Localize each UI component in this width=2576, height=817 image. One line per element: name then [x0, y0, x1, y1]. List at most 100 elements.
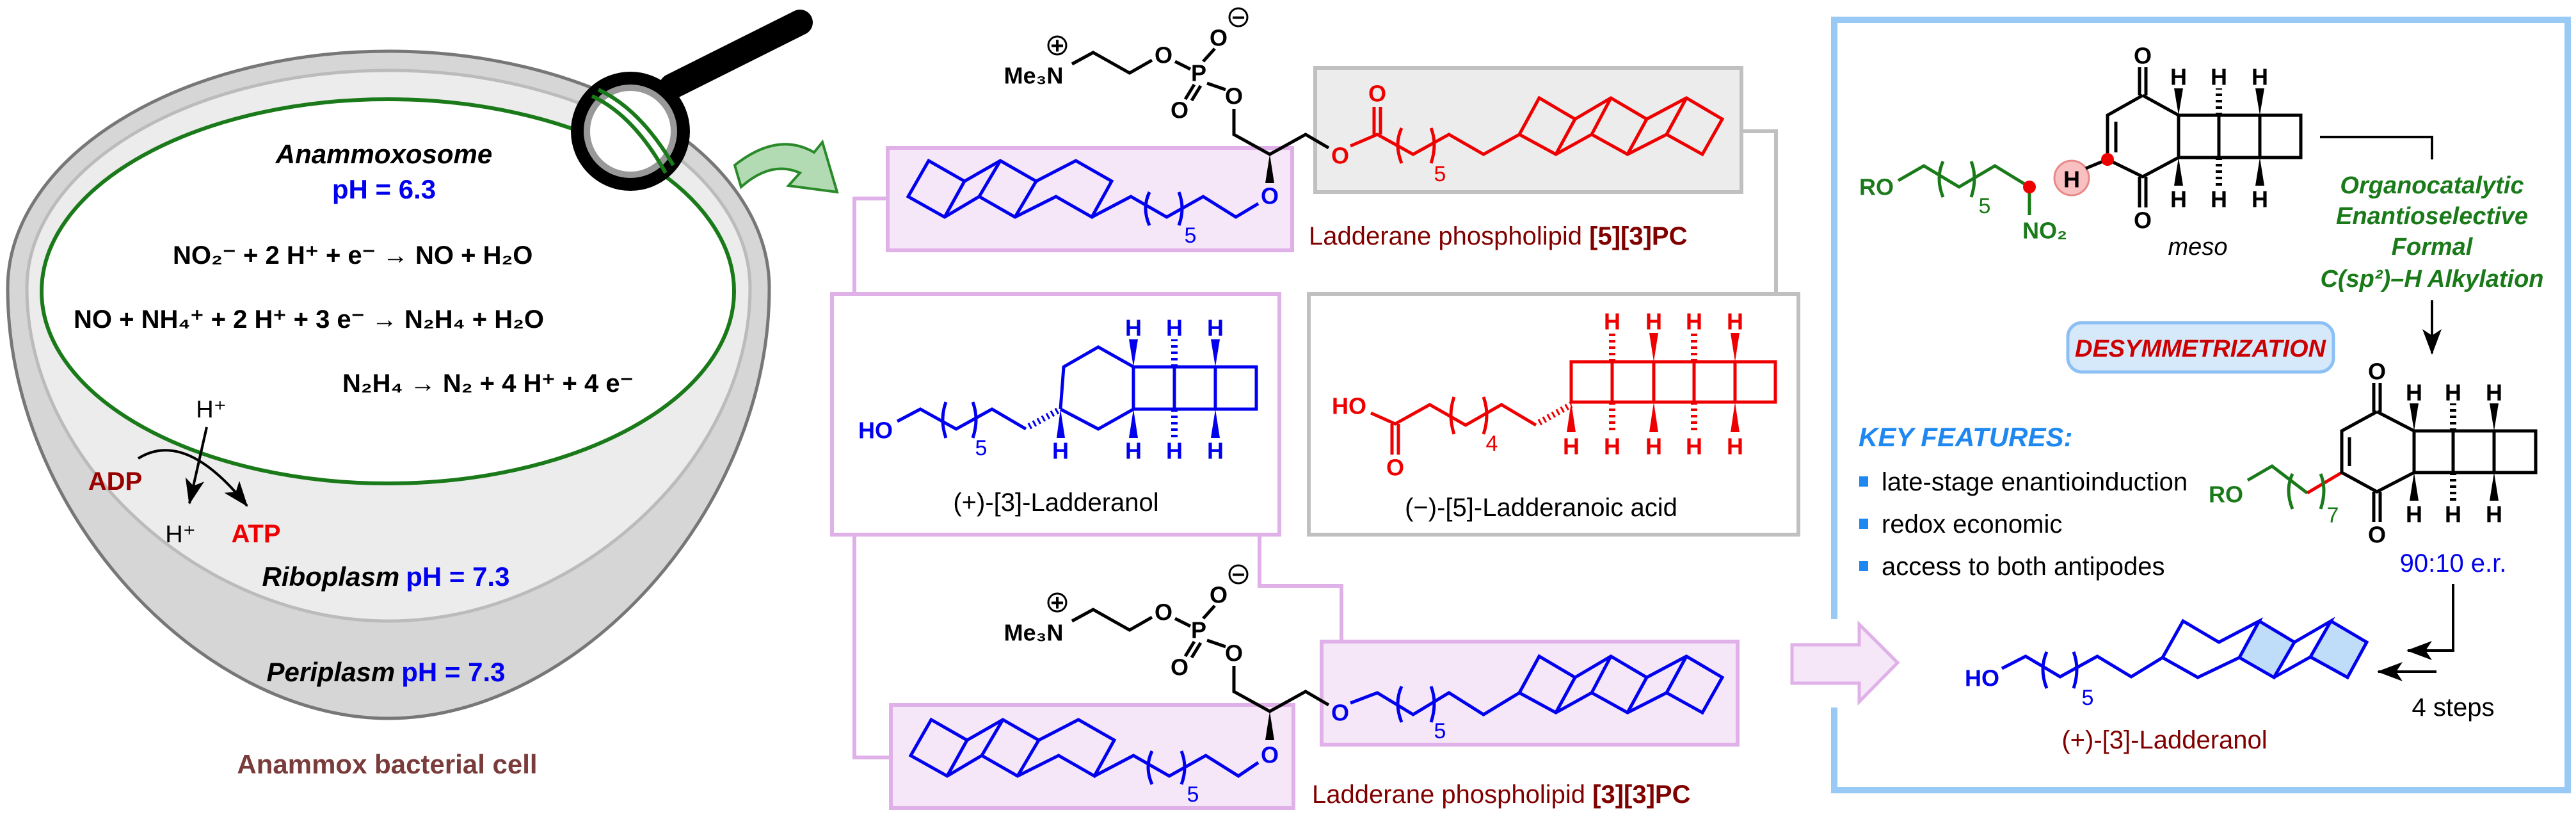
retrosynthesis-arrow-icon — [1790, 620, 1900, 706]
svg-text:HO: HO — [858, 417, 893, 444]
alkylated-product: RO 7 O O H H H H H H — [2209, 359, 2538, 548]
svg-text:P: P — [1191, 617, 1206, 643]
anammox-cell: Anammoxosome pH = 6.3 NO₂⁻ + 2 H⁺ + e⁻ →… — [6, 10, 839, 779]
svg-text:O: O — [1171, 97, 1188, 124]
meso-label: meso — [2168, 234, 2228, 261]
svg-text:5: 5 — [975, 436, 988, 460]
svg-text:H: H — [1604, 433, 1620, 460]
reactive-carbon-dot — [2101, 153, 2114, 166]
svg-text:O: O — [1225, 640, 1243, 667]
phosphocholine-headgroup-top: Me₃N + O P O − O O — [1004, 4, 1330, 183]
svg-text:5: 5 — [1434, 162, 1446, 186]
svg-text:HO: HO — [1965, 665, 1999, 692]
svg-text:RO: RO — [2209, 481, 2243, 508]
synthesis-frame — [1831, 17, 2571, 793]
svg-text:O: O — [2134, 43, 2152, 69]
svg-text:H: H — [1166, 315, 1183, 341]
svg-text:−: − — [1231, 562, 1245, 588]
svg-text:H: H — [1563, 433, 1580, 460]
pc53-label: Ladderane phospholipid [5][3]PC — [1309, 222, 1688, 250]
svg-text:C(sp²)–H Alkylation: C(sp²)–H Alkylation — [2320, 266, 2543, 293]
nitroalkane-reagent: RO 5 NO₂ — [1859, 160, 2067, 244]
equation-3: N₂H₄ → N₂ + 4 H⁺ + 4 e⁻ — [342, 369, 634, 398]
svg-text:H: H — [1052, 438, 1069, 464]
proton-out: H⁺ — [165, 521, 196, 548]
svg-text:O: O — [1210, 25, 1228, 51]
svg-text:Me₃N: Me₃N — [1004, 620, 1064, 646]
svg-text:H: H — [1686, 433, 1702, 460]
svg-text:H: H — [2063, 166, 2080, 193]
svg-text:P: P — [1191, 60, 1206, 86]
desymmetrization-badge — [2066, 321, 2335, 374]
svg-text:Me₃N: Me₃N — [1004, 63, 1064, 89]
svg-text:H: H — [2252, 186, 2268, 213]
ladderanoic-acid-label: (−)-[5]-Ladderanoic acid — [1405, 494, 1677, 522]
periplasm-ph: pH = 7.3 — [401, 657, 505, 687]
reactive-carbon-dot — [2023, 181, 2036, 193]
key-feature-item: late-stage enantioinduction — [1882, 468, 2188, 496]
svg-text:O: O — [1386, 455, 1404, 481]
connectors — [852, 129, 1778, 759]
steps-label: 4 steps — [2412, 693, 2495, 722]
svg-text:Organocatalytic: Organocatalytic — [2340, 172, 2524, 199]
svg-text:+: + — [1050, 590, 1064, 616]
svg-text:H: H — [2170, 64, 2187, 90]
ladderanol-label: (+)-[3]-Ladderanol — [953, 489, 1158, 517]
desymmetrization-label: DESYMMETRIZATION — [2075, 336, 2327, 362]
svg-text:H: H — [1207, 438, 1224, 464]
svg-text:H: H — [2486, 380, 2502, 406]
svg-text:O: O — [2134, 207, 2152, 234]
cell-caption: Anammox bacterial cell — [237, 749, 537, 779]
svg-text:HO: HO — [1332, 393, 1366, 419]
svg-text:H: H — [2252, 64, 2268, 90]
reaction-arrow-bracket — [2320, 136, 2433, 159]
svg-text:H: H — [2170, 186, 2187, 213]
svg-text:O: O — [1155, 42, 1172, 69]
key-feature-item: redox economic — [1882, 510, 2062, 538]
svg-text:O: O — [1171, 654, 1188, 681]
atp-synthesis-arrow — [137, 449, 248, 507]
svg-text:H: H — [1686, 309, 1702, 335]
svg-text:O: O — [1331, 700, 1349, 726]
svg-text:H: H — [1727, 309, 1743, 335]
proton-arrow — [185, 426, 208, 505]
svg-text:O: O — [1210, 582, 1228, 608]
svg-text:O: O — [1368, 81, 1386, 107]
svg-text:O: O — [1261, 742, 1279, 768]
ladderane-3-tail-box-bottom-right — [1320, 640, 1740, 747]
atp-label: ATP — [231, 520, 280, 548]
pc33-label: Ladderane phospholipid [3][3]PC — [1312, 781, 1691, 809]
svg-text:5: 5 — [1185, 223, 1197, 248]
riboplasm-ph: pH = 7.3 — [406, 562, 509, 592]
ladderanol-box — [830, 292, 1281, 537]
svg-text:5: 5 — [2082, 686, 2094, 710]
final-ladderanol-label: (+)-[3]-Ladderanol — [2061, 726, 2267, 754]
svg-text:H: H — [2406, 501, 2422, 528]
riboplasm-name: Riboplasm — [262, 562, 400, 592]
svg-text:−: − — [1231, 4, 1245, 31]
svg-text:H: H — [1207, 315, 1224, 341]
svg-text:RO: RO — [1859, 174, 1894, 200]
ladderane-3-ether-tail-top: 5 O — [906, 158, 1279, 248]
svg-text:O: O — [1331, 143, 1349, 169]
ladderane-5-ester-tail: O O 5 — [1331, 81, 1725, 186]
svg-text:Formal: Formal — [2392, 234, 2474, 261]
svg-text:5: 5 — [1434, 719, 1446, 743]
svg-text:H: H — [2406, 380, 2422, 406]
svg-text:H: H — [1604, 309, 1620, 335]
svg-text:H: H — [2445, 501, 2461, 528]
zoom-arrow-icon — [733, 139, 839, 194]
svg-text:+: + — [1050, 33, 1064, 59]
svg-text:O: O — [1225, 83, 1243, 109]
ladderanoic-acid-box — [1307, 292, 1800, 537]
periplasm-name: Periplasm — [266, 657, 395, 687]
key-features-title: KEY FEATURES: — [1859, 422, 2072, 452]
equation-2: NO + NH₄⁺ + 2 H⁺ + 3 e⁻ → N₂H₄ + H₂O — [74, 305, 544, 334]
svg-text:O: O — [1155, 599, 1172, 626]
svg-text:H: H — [1727, 433, 1743, 460]
svg-text:O: O — [2368, 359, 2386, 385]
anammoxosome-title: Anammoxosome — [275, 139, 492, 169]
